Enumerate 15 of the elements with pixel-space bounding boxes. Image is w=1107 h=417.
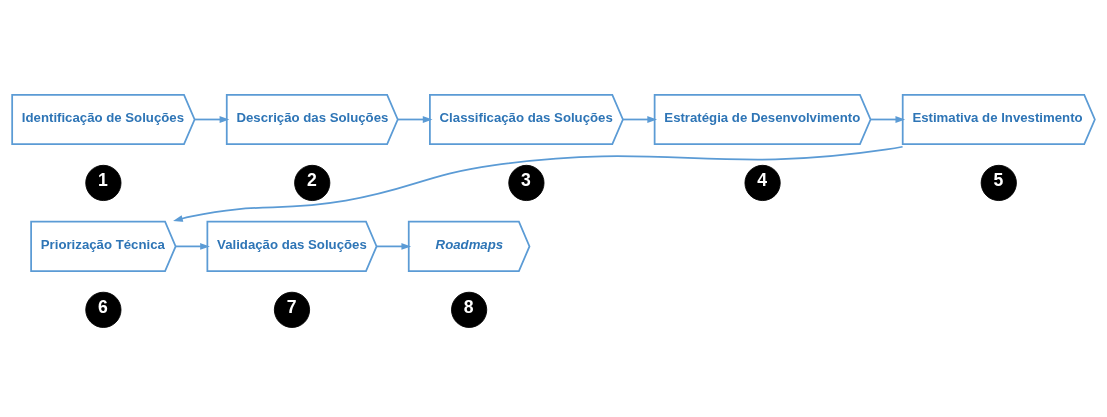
arrow	[175, 243, 210, 250]
node-label: 8	[463, 297, 474, 318]
arrow	[375, 243, 412, 250]
node-label: 5	[993, 170, 1004, 191]
node-label: 3	[521, 170, 531, 191]
node-label: 6	[98, 297, 108, 318]
arrow	[869, 116, 906, 123]
node-label: 2	[306, 170, 317, 191]
arrow	[173, 145, 904, 222]
node-label: 7	[286, 297, 297, 318]
arrow	[193, 116, 230, 123]
node-label: 4	[757, 170, 768, 191]
arrow	[397, 116, 433, 123]
arrow	[622, 116, 658, 123]
node-label: 1	[98, 170, 108, 191]
